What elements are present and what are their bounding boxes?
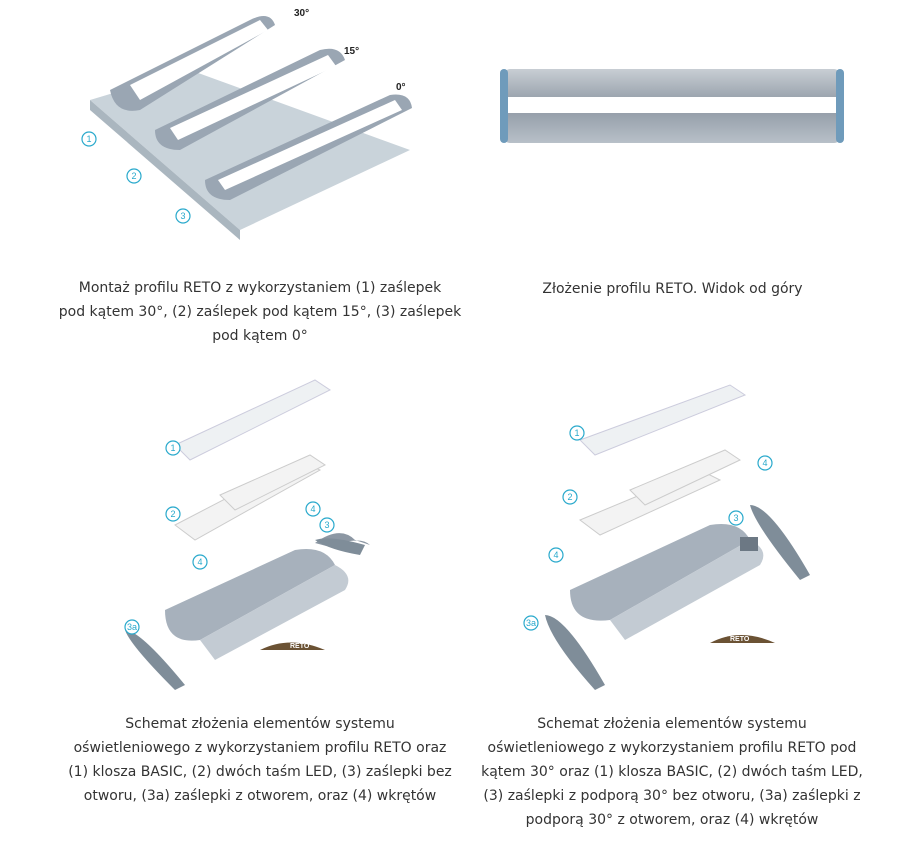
svg-text:4: 4 [310, 504, 315, 514]
profile-15 [155, 48, 345, 150]
caption-mounting-angles: Montaż profilu RETO z wykorzystaniem (1)… [40, 276, 480, 348]
number-marker-4b: 4 [548, 547, 564, 563]
profile-0 [205, 94, 412, 200]
svg-text:3a: 3a [127, 622, 137, 632]
caption-line: Schemat złożenia elementów systemu [537, 716, 807, 732]
number-marker-4: 4 [757, 455, 773, 471]
reto-top-view-illustration [500, 69, 844, 143]
profile-30 [110, 16, 275, 111]
caption-line: pod kątem 30°, (2) zaślepek pod kątem 15… [58, 304, 462, 320]
reto-mounting-angles-illustration: 30° 15° 0° 1 2 3 [81, 8, 412, 240]
svg-text:4: 4 [197, 557, 202, 567]
reto-30-assembly-diagram: RETO 1 2 3 4 4 3a [523, 384, 810, 690]
number-marker-3: 3 [319, 517, 335, 533]
reto-assembly-diagram: RETO 1 2 3 4 4 3a [124, 379, 370, 690]
svg-text:1: 1 [86, 134, 91, 144]
caption-assembly: Schemat złożenia elementów systemu oświe… [50, 712, 470, 808]
number-marker-4b: 4 [192, 554, 208, 570]
caption-top-view: Złożenie profilu RETO. Widok od góry [542, 281, 803, 297]
angle-label-0: 0° [396, 82, 406, 93]
number-marker-3a: 3a [124, 619, 140, 635]
caption-line: pod kątem 0° [212, 328, 308, 344]
caption-line: podporą 30° z otworem, oraz (4) wkrętów [525, 812, 819, 828]
number-marker-4: 4 [305, 501, 321, 517]
caption-line: kątem 30° oraz (1) klosza BASIC, (2) dwó… [481, 764, 863, 780]
brand-label: RETO [730, 636, 750, 643]
number-marker-2: 2 [165, 506, 181, 522]
caption-assembly-30: Schemat złożenia elementów systemu oświe… [462, 712, 882, 832]
brand-label: RETO [290, 643, 310, 650]
number-marker-1: 1 [569, 425, 585, 441]
svg-text:3: 3 [180, 211, 185, 221]
angle-label-30: 30° [294, 8, 309, 19]
caption-line: (3) zaślepki z podporą 30° bez otworu, (… [483, 788, 861, 804]
svg-text:3: 3 [324, 520, 329, 530]
svg-text:3a: 3a [526, 618, 536, 628]
caption-line: oświetleniowego z wykorzystaniem profilu… [73, 740, 447, 756]
number-marker-1: 1 [81, 131, 97, 147]
svg-text:1: 1 [574, 428, 579, 438]
number-marker-2: 2 [562, 489, 578, 505]
svg-text:2: 2 [170, 509, 175, 519]
angle-label-15: 15° [344, 46, 359, 57]
svg-text:4: 4 [553, 550, 558, 560]
number-marker-3: 3 [175, 208, 191, 224]
svg-text:1: 1 [170, 443, 175, 453]
caption-line: oświetleniowego z wykorzystaniem profilu… [487, 740, 857, 756]
number-marker-3a: 3a [523, 615, 539, 631]
caption-line: Schemat złożenia elementów systemu [125, 716, 395, 732]
svg-text:3: 3 [733, 513, 738, 523]
number-marker-1: 1 [165, 440, 181, 456]
caption-line: Montaż profilu RETO z wykorzystaniem (1)… [78, 280, 442, 296]
caption-line: otworu, (3a) zaślepki z otworem, oraz (4… [83, 788, 437, 804]
svg-text:2: 2 [131, 171, 136, 181]
caption-line: (1) klosza BASIC, (2) dwóch taśm LED, (3… [68, 764, 452, 780]
number-marker-2: 2 [126, 168, 142, 184]
svg-text:2: 2 [567, 492, 572, 502]
svg-text:4: 4 [762, 458, 767, 468]
number-marker-3: 3 [728, 510, 744, 526]
